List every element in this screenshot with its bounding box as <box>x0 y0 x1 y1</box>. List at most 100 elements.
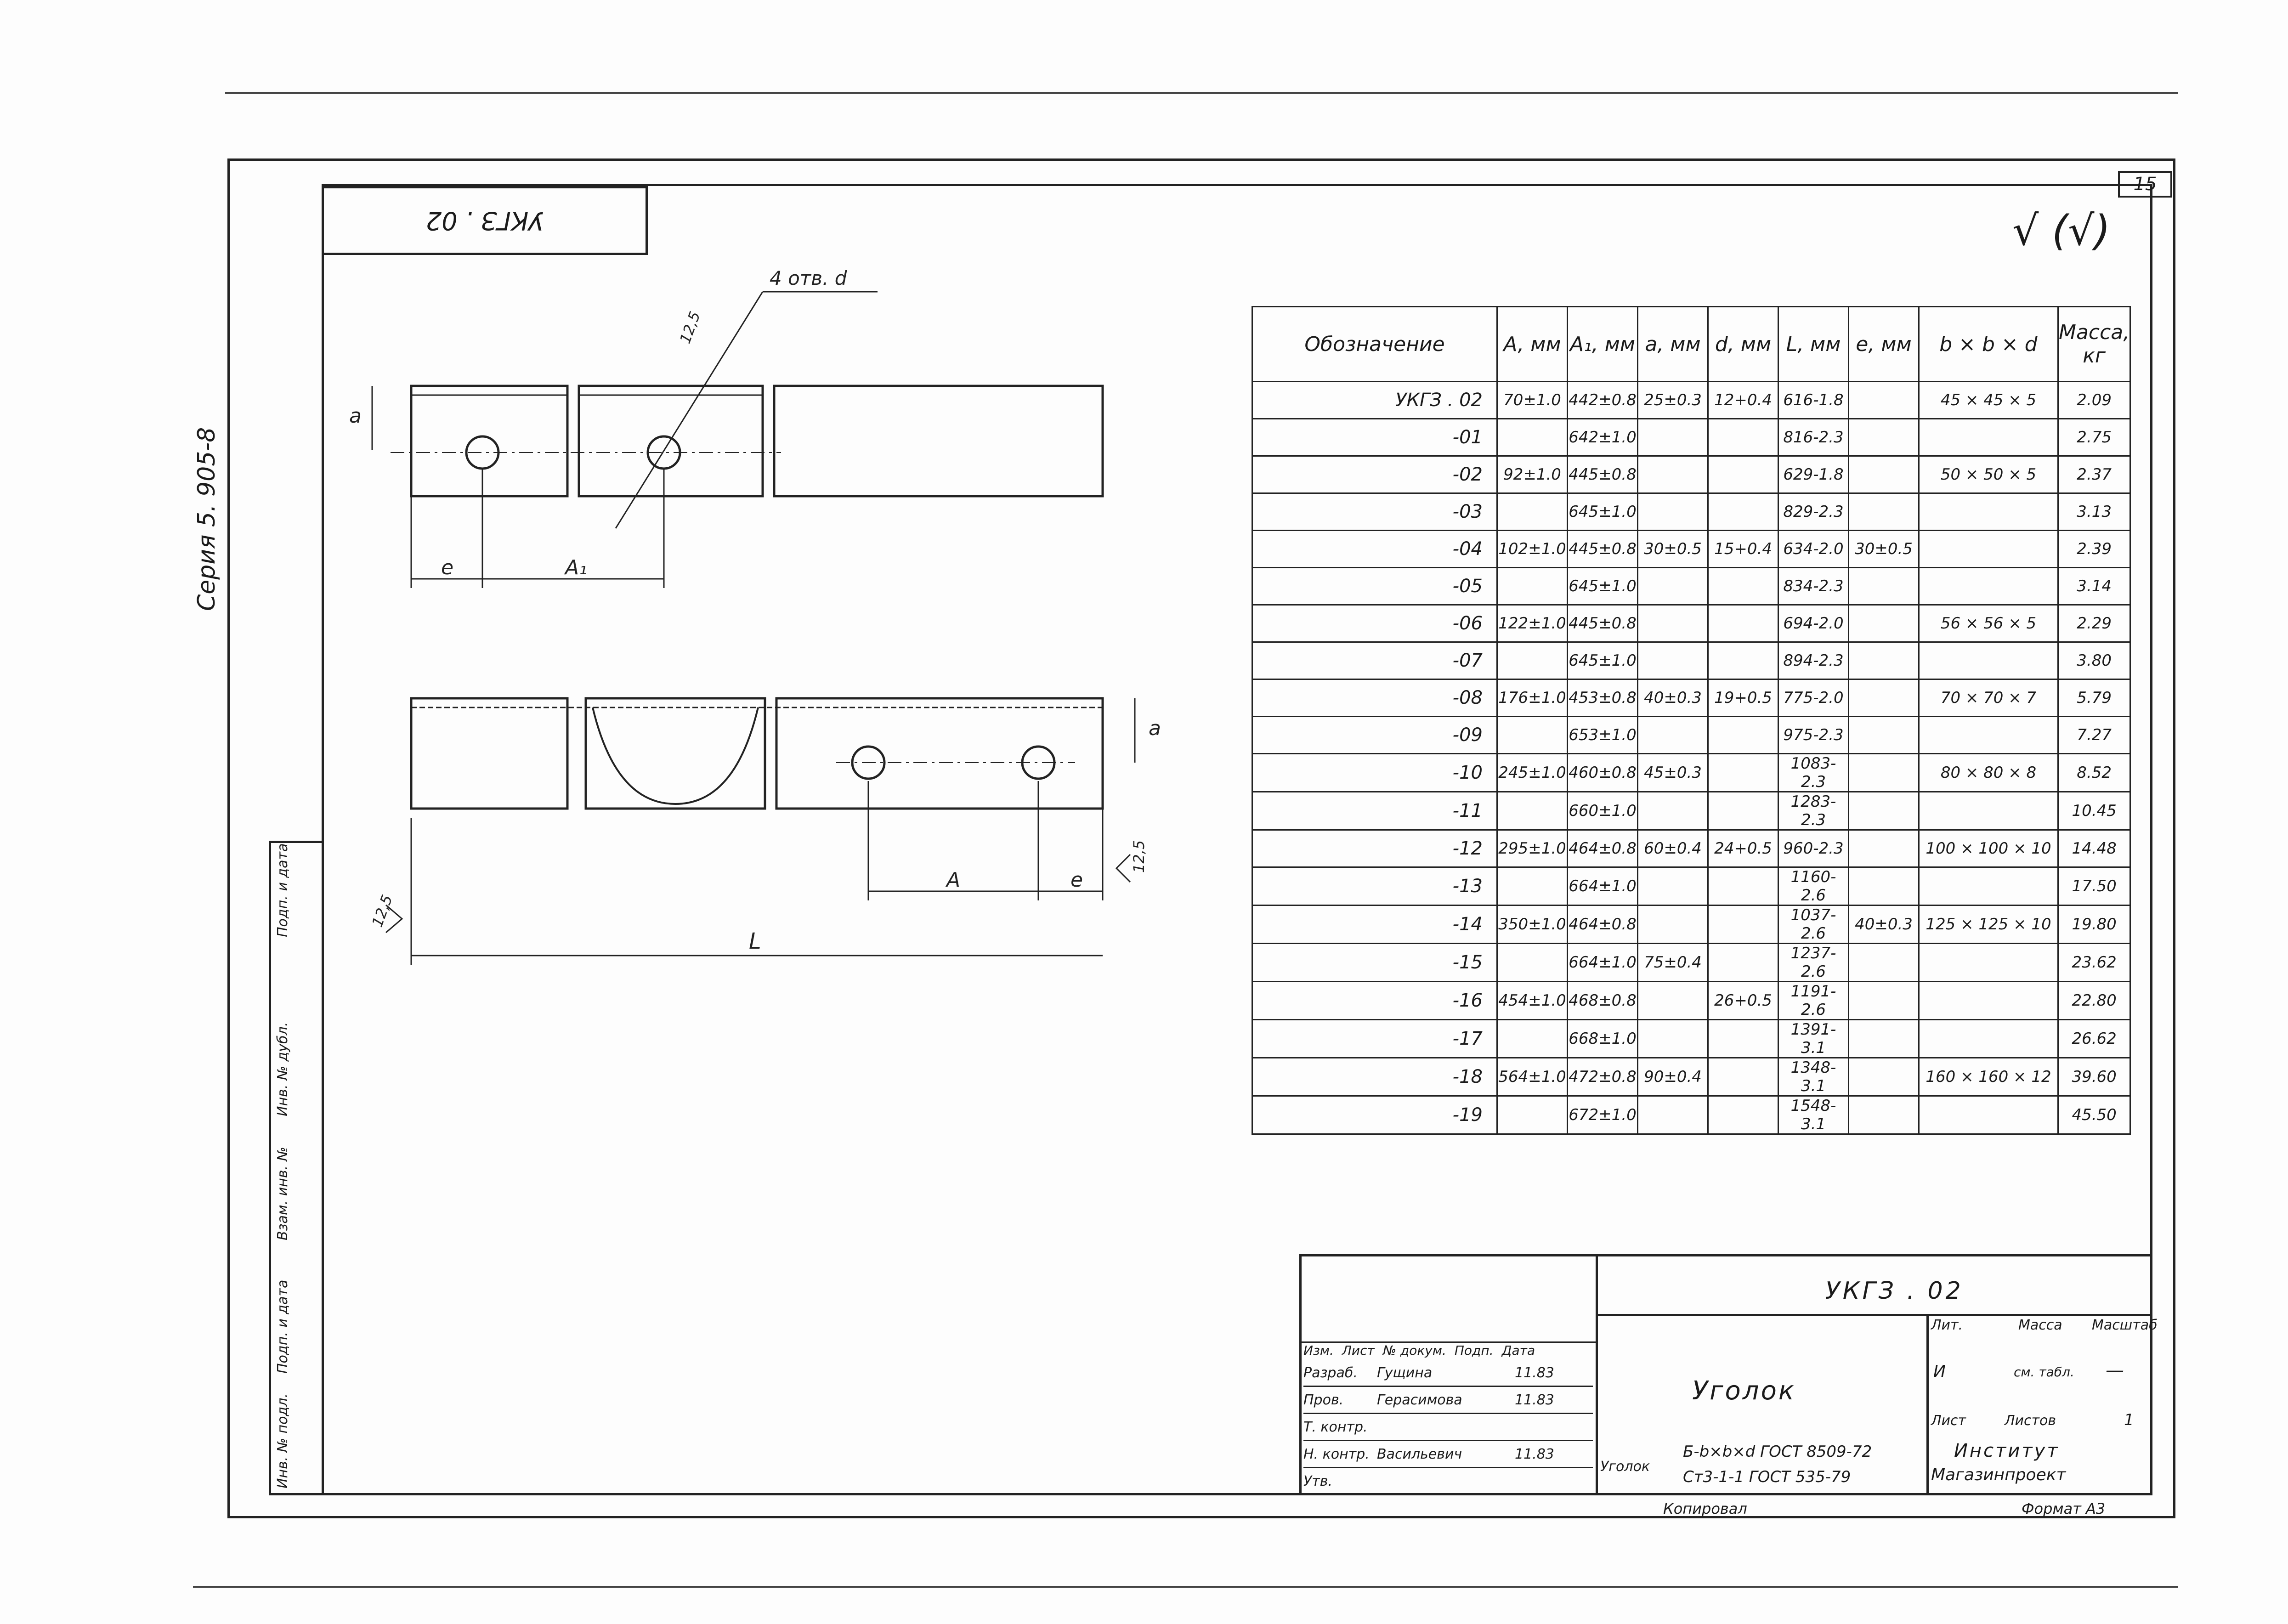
spec-cell-m: 2.75 <box>2057 418 2131 457</box>
spec-cell-d <box>1707 1057 1779 1097</box>
spec-cell-A: 350±1.0 <box>1496 905 1568 944</box>
spec-header-row: Обозначение A, мм A₁, мм a, мм d, мм L, … <box>1252 306 2131 382</box>
spec-cell-b <box>1918 716 2059 754</box>
part-drawing: 4 отв. d 12,5 a e A₁ a A e 12,5 12,5 L <box>349 267 1161 965</box>
spec-cell-A1: 464±0.8 <box>1567 905 1638 944</box>
spec-cell-a <box>1637 866 1709 906</box>
side-stamp-1: Подп. и дата <box>275 843 291 937</box>
spec-cell-A1: 664±1.0 <box>1567 943 1638 982</box>
spec-cell-b: 50 × 50 × 5 <box>1918 455 2059 494</box>
spec-cell-m: 45.50 <box>2057 1095 2131 1135</box>
spec-cell-A1: 445±0.8 <box>1567 530 1638 568</box>
spec-cell-A1: 664±1.0 <box>1567 866 1638 906</box>
spec-cell-d <box>1707 791 1779 831</box>
spec-cell-e <box>1848 567 1920 605</box>
spec-cell-d <box>1707 604 1779 643</box>
spec-cell-A: 122±1.0 <box>1496 604 1568 643</box>
spec-cell-e <box>1848 1057 1920 1097</box>
spec-cell-L: 616-1.8 <box>1778 381 1849 419</box>
spec-cell-e <box>1848 679 1920 717</box>
spec-cell-b: 160 × 160 × 12 <box>1918 1057 2059 1097</box>
spec-cell-a: 90±0.4 <box>1637 1057 1709 1097</box>
sheet-format: Формат А3 <box>2022 1500 2106 1517</box>
spec-cell-b <box>1918 1019 2059 1058</box>
spec-cell-e <box>1848 604 1920 643</box>
spec-cell-L: 894-2.3 <box>1778 641 1849 680</box>
spec-cell-b <box>1918 943 2059 982</box>
spec-cell-e <box>1848 829 1920 868</box>
spec-cell-A1: 642±1.0 <box>1567 418 1638 457</box>
spec-cell-b: 45 × 45 × 5 <box>1918 381 2059 419</box>
spec-cell-a <box>1637 905 1709 944</box>
signature-role: Разраб. <box>1303 1364 1358 1381</box>
spec-cell-des: -13 <box>1252 866 1498 906</box>
dim-a-top: a <box>349 404 362 428</box>
copied-by: Копировал <box>1663 1500 1747 1517</box>
spec-cell-des: -16 <box>1252 981 1498 1020</box>
spec-cell-L: 1237-2.6 <box>1778 943 1849 982</box>
scan-line-bottom <box>193 1586 2178 1588</box>
spec-cell-des: -11 <box>1252 791 1498 831</box>
side-stamp-3: Взам. инв. № <box>275 1147 291 1240</box>
spec-cell-d <box>1707 943 1779 982</box>
header-mass: Масса, кг <box>2057 306 2131 382</box>
spec-cell-b <box>1918 530 2059 568</box>
hole-note: 4 отв. d <box>770 267 847 289</box>
spec-cell-m: 8.52 <box>2057 753 2131 792</box>
spec-cell-b: 56 × 56 × 5 <box>1918 604 2059 643</box>
spec-cell-des: -17 <box>1252 1019 1498 1058</box>
spec-cell-b: 80 × 80 × 8 <box>1918 753 2059 792</box>
spec-cell-e <box>1848 455 1920 494</box>
scale-label: Масштаб <box>2092 1317 2158 1333</box>
spec-cell-des: -03 <box>1252 492 1498 531</box>
spec-cell-L: 1548-3.1 <box>1778 1095 1849 1135</box>
dim-e-side: e <box>1070 868 1083 892</box>
dim-A1: A₁ <box>564 556 587 579</box>
spec-cell-A: 564±1.0 <box>1496 1057 1568 1097</box>
spec-cell-A <box>1496 418 1568 457</box>
side-view-segment-2 <box>584 697 766 810</box>
spec-cell-des: -02 <box>1252 455 1498 494</box>
spec-cell-L: 694-2.0 <box>1778 604 1849 643</box>
roles-row: Изм. Лист № докум. Подп. Дата <box>1302 1341 1597 1359</box>
spec-cell-A1: 645±1.0 <box>1567 641 1638 680</box>
mass-value: см. табл. <box>2014 1364 2074 1380</box>
spec-cell-des: -12 <box>1252 829 1498 868</box>
spec-cell-a <box>1637 716 1709 754</box>
side-stamp-column <box>269 841 324 1495</box>
lit-value: И <box>1933 1362 1946 1381</box>
spec-cell-A <box>1496 492 1568 531</box>
spec-cell-L: 975-2.3 <box>1778 716 1849 754</box>
spec-cell-m: 10.45 <box>2057 791 2131 831</box>
header-designation: Обозначение <box>1252 306 1498 382</box>
outer-frame <box>227 158 2175 1518</box>
spec-cell-A <box>1496 943 1568 982</box>
spec-cell-A1: 472±0.8 <box>1567 1057 1638 1097</box>
spec-cell-a <box>1637 981 1709 1020</box>
role-doc: № докум. <box>1382 1343 1446 1358</box>
revision-mark: √ (√) <box>2012 207 2111 255</box>
spec-cell-L: 1348-3.1 <box>1778 1057 1849 1097</box>
signature-role: Н. контр. <box>1303 1446 1370 1462</box>
spec-cell-m: 17.50 <box>2057 866 2131 906</box>
sheet-label: Лист <box>1931 1413 1966 1429</box>
signature-row: Т. контр. <box>1303 1414 1593 1441</box>
spec-cell-b <box>1918 866 2059 906</box>
spec-cell-A <box>1496 641 1568 680</box>
spec-cell-des: -06 <box>1252 604 1498 643</box>
signature-role: Утв. <box>1303 1473 1332 1489</box>
series-label: Серия 5. 905-8 <box>193 427 221 611</box>
spec-cell-b: 125 × 125 × 10 <box>1918 905 2059 944</box>
spec-cell-des: -05 <box>1252 567 1498 605</box>
spec-cell-A1: 460±0.8 <box>1567 753 1638 792</box>
spec-cell-d <box>1707 1095 1779 1135</box>
spec-table: Обозначение A, мм A₁, мм a, мм d, мм L, … <box>1252 306 2131 1135</box>
